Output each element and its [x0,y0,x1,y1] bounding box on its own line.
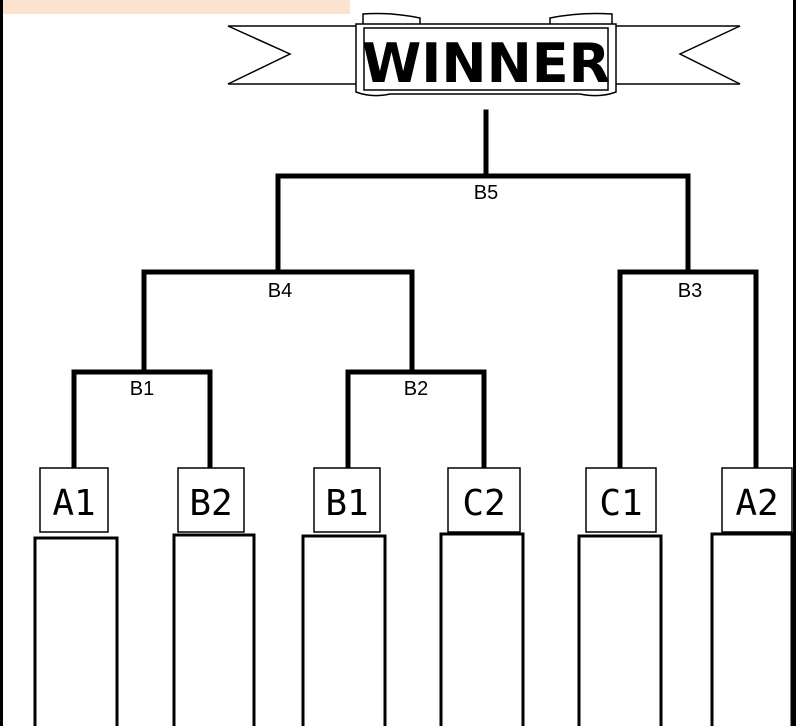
bout-label-b5: B5 [474,182,498,204]
seed-label: B1 [325,483,368,524]
bout-label-b3: B3 [678,280,702,302]
seed-label: A2 [735,483,778,524]
seed-name-box [174,535,254,726]
bout-label-b1: B1 [130,378,154,400]
seed-slot-6: A2 [712,468,792,726]
banner-left-tail [228,26,360,84]
seed-slot-3: B1 [303,468,385,726]
seed-name-box [441,534,523,726]
seed-name-box [712,534,792,726]
seed-name-box [303,536,385,726]
bracket-lines [74,112,756,468]
seed-slot-2: B2 [174,468,254,726]
seed-slot-5: C1 [579,468,661,726]
seed-name-box [579,536,661,726]
bout-label-b2: B2 [404,378,428,400]
seed-label: B2 [189,483,232,524]
seed-slot-1: A1 [35,468,117,726]
seed-name-box [35,538,117,726]
banner-right-tail [612,26,740,84]
seed-slot-4: C2 [441,468,523,726]
seed-label: C2 [462,483,505,524]
banner-title: WINNER [362,32,611,95]
seed-label: A1 [52,483,95,524]
bout-label-b4: B4 [268,280,292,302]
seed-label: C1 [599,483,642,524]
